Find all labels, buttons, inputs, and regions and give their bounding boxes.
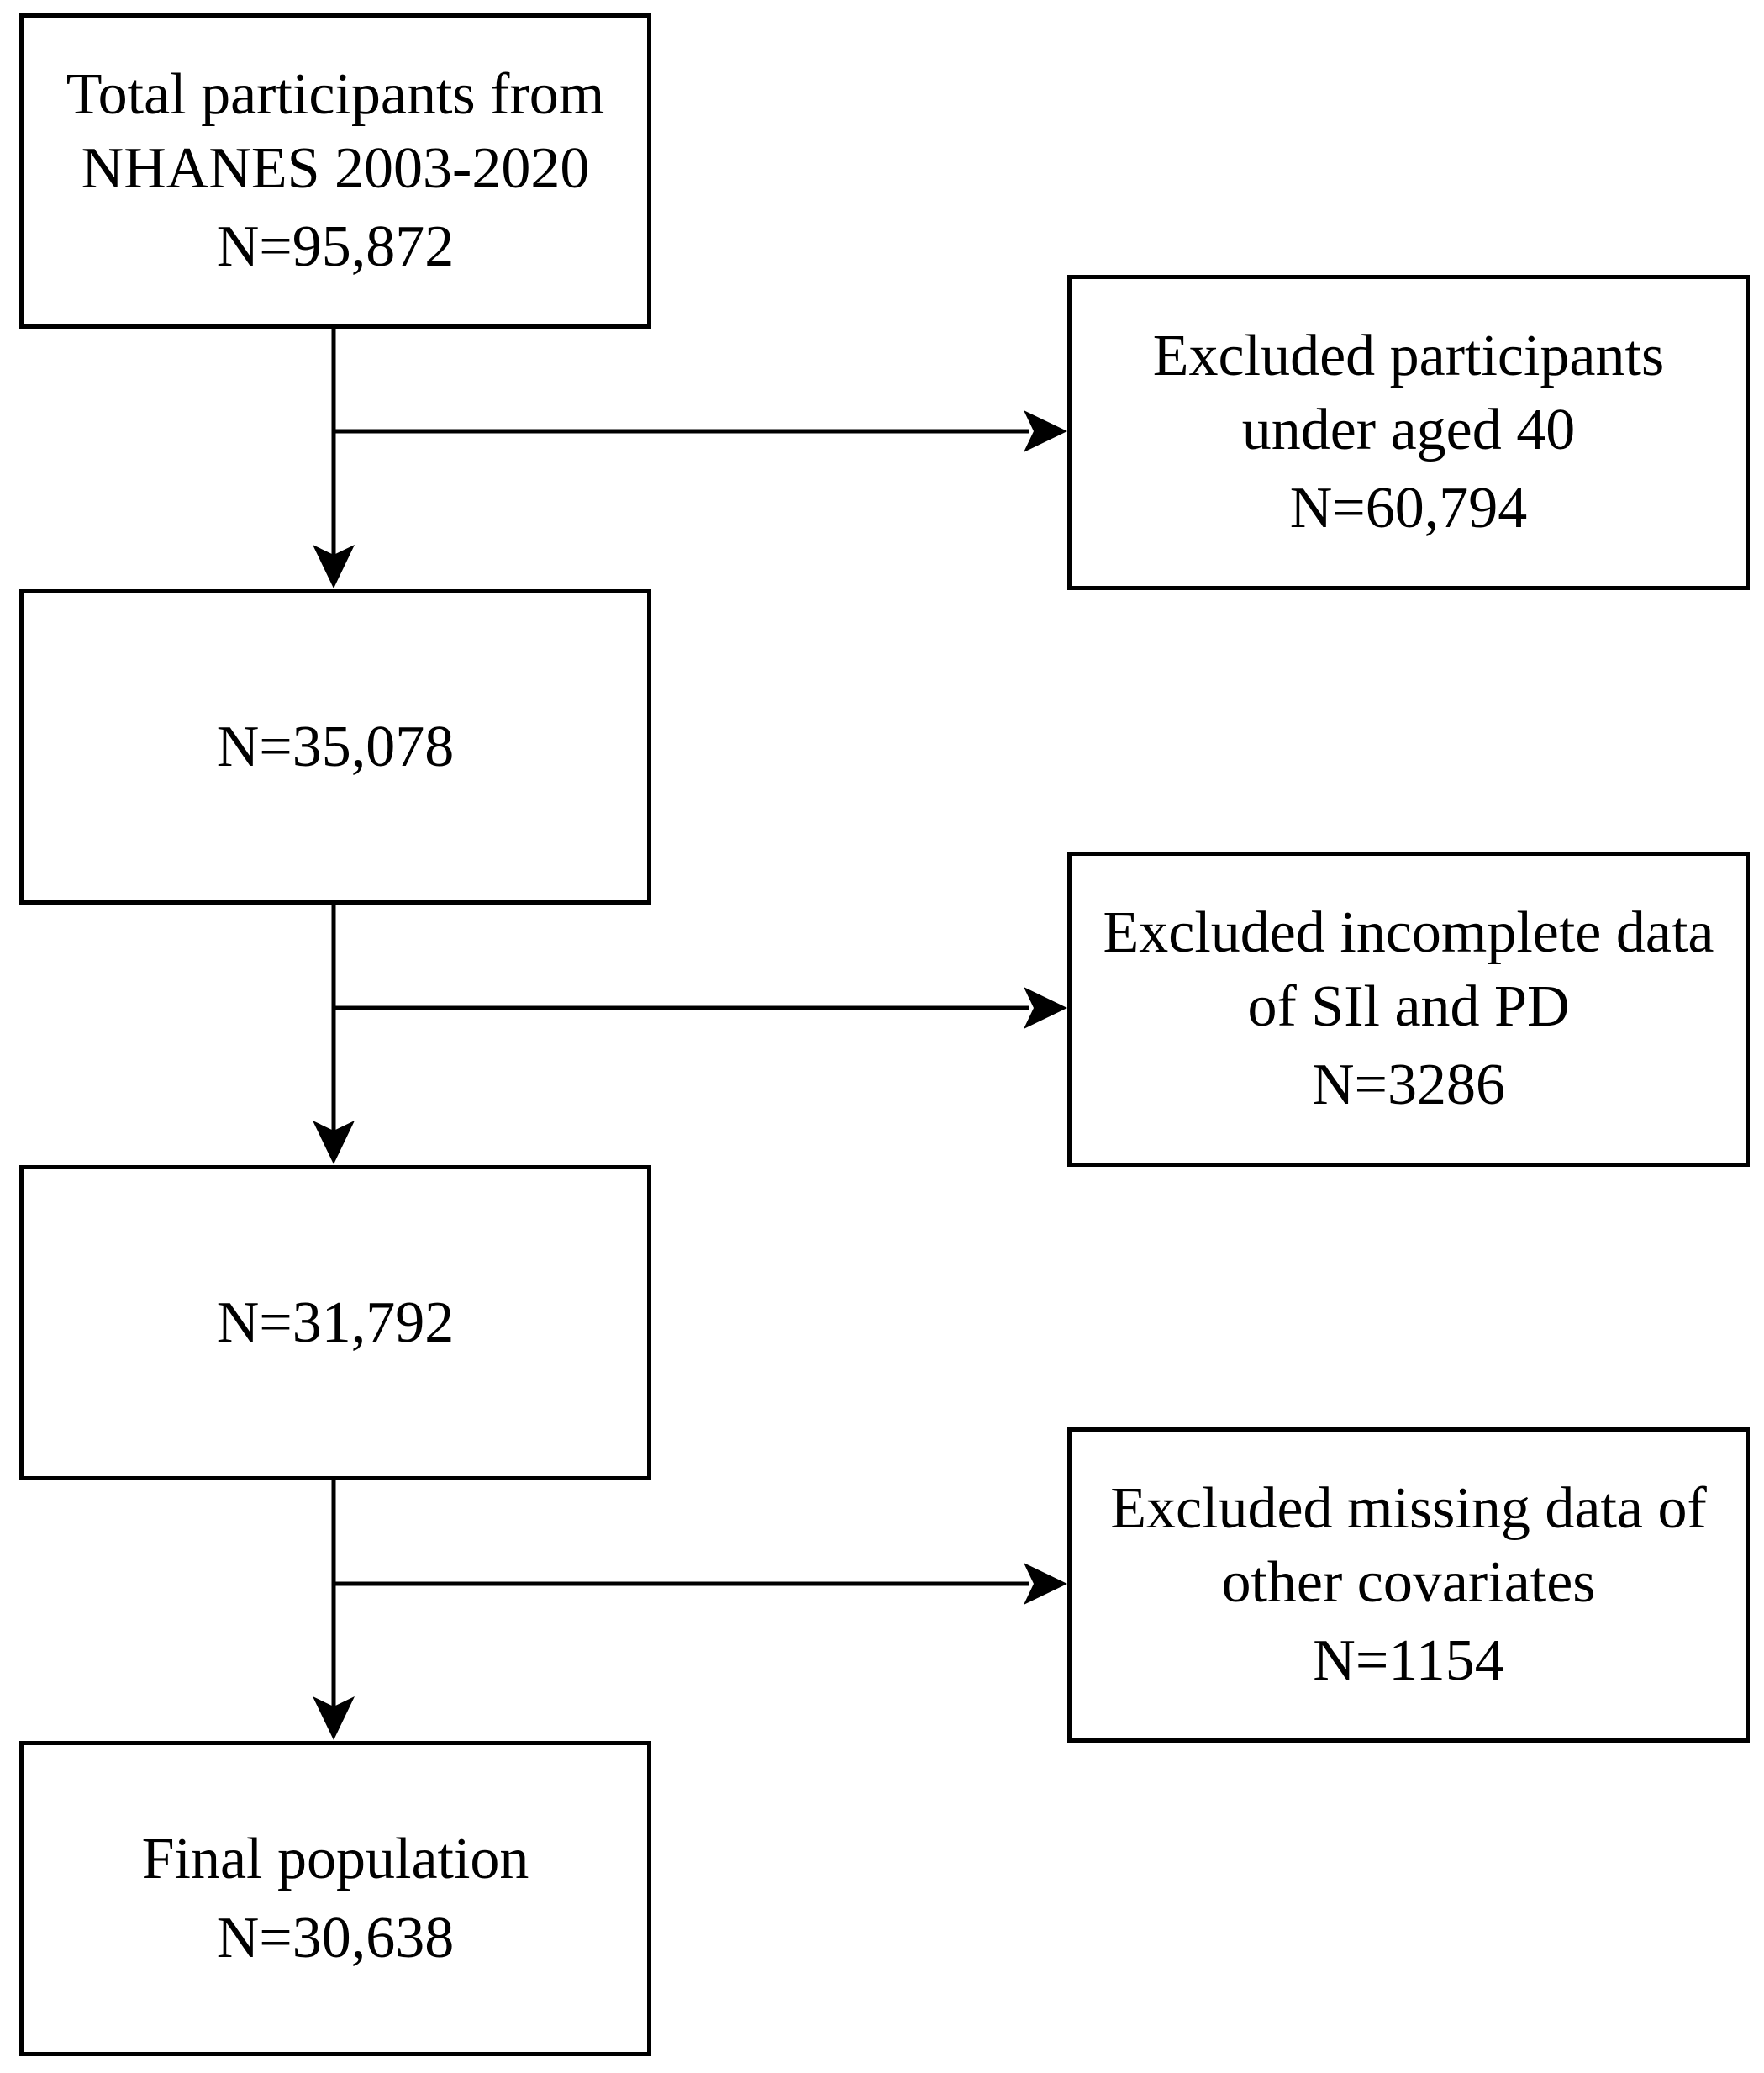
box-text-line: Excluded incomplete data <box>1103 900 1714 966</box>
box-text-line: Excluded missing data of <box>1110 1476 1707 1542</box>
exclusion-age-box: Excluded participants under aged 40 N=60… <box>1067 275 1750 590</box>
arrowhead-down-2 <box>313 1121 355 1164</box>
excluded-count: N=3286 <box>1311 1052 1506 1118</box>
arrowhead-right-1 <box>1024 410 1067 452</box>
excluded-count: N=60,794 <box>1289 476 1528 541</box>
total-participants-box: Total participants from NHANES 2003-2020… <box>19 13 651 329</box>
box-text-line: other covariates <box>1221 1549 1596 1615</box>
arrowhead-right-3 <box>1024 1563 1067 1605</box>
box-text-line: NHANES 2003-2020 <box>81 135 590 201</box>
arrowhead-right-2 <box>1024 987 1067 1029</box>
exclusion-covariates-box: Excluded missing data of other covariate… <box>1067 1427 1750 1743</box>
box-text-line: under aged 40 <box>1241 397 1576 462</box>
after-age-exclusion-box: N=35,078 <box>19 589 651 905</box>
participant-count: N=95,872 <box>216 214 455 280</box>
box-text-line: of SIl and PD <box>1247 973 1570 1039</box>
arrowhead-down-3 <box>313 1696 355 1740</box>
participant-count: N=35,078 <box>216 714 455 779</box>
box-text-line: Total participants from <box>66 62 605 128</box>
exclusion-incomplete-data-box: Excluded incomplete data of SIl and PD N… <box>1067 852 1750 1167</box>
excluded-count: N=1154 <box>1313 1628 1504 1694</box>
box-text-line: Excluded participants <box>1152 324 1665 389</box>
after-data-exclusion-box: N=31,792 <box>19 1165 651 1480</box>
arrowhead-down-1 <box>313 545 355 588</box>
box-text-line: Final population <box>141 1827 529 1891</box>
participant-count: N=30,638 <box>216 1905 455 1970</box>
participant-count: N=31,792 <box>216 1290 455 1355</box>
final-population-box: Final population N=30,638 <box>19 1741 651 2056</box>
